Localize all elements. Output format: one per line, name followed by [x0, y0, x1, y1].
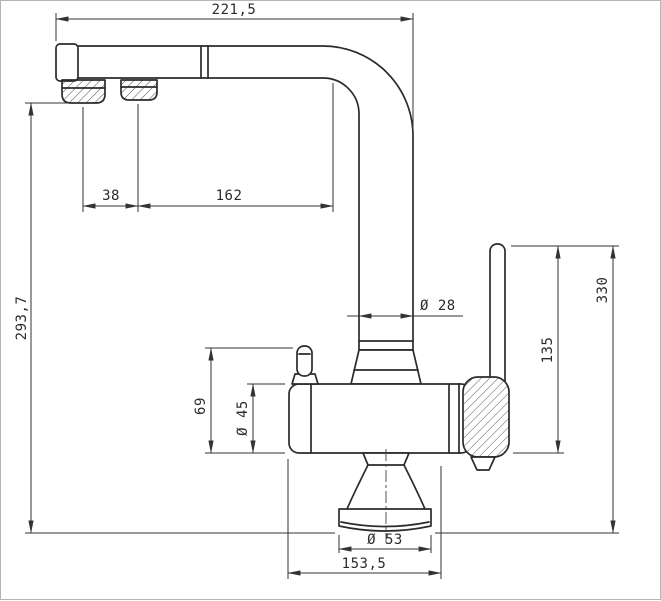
dim-top-width-label: 221,5: [212, 2, 257, 18]
dimension-body-diameter: Ø 45: [235, 383, 285, 454]
dimension-outlet-spacing: 38 162: [82, 83, 334, 212]
base-flange: [338, 508, 432, 532]
dim-outlet-height-label: 293,7: [14, 296, 30, 341]
base-cone: [346, 464, 426, 510]
riser-joint-lines: [358, 340, 414, 351]
dim-body-diameter-label: Ø 45: [235, 400, 251, 436]
spout-inner-line: [77, 77, 360, 351]
dim-side-handle-height-label: 69: [193, 397, 209, 415]
dim-lever-height-label: 135: [540, 337, 556, 364]
valve-body: [288, 383, 472, 454]
dimension-lever-height: 135: [511, 245, 619, 454]
base-rim-line: [340, 521, 430, 528]
dim-base-depth-label: 153,5: [342, 556, 387, 572]
lever-mount-cap: [462, 376, 510, 458]
filter-handle-base: [291, 373, 319, 385]
dim-overall-height-label: 330: [595, 277, 611, 304]
lever-mount-cone: [470, 456, 496, 471]
spray-head-cap: [55, 43, 79, 82]
dimension-base-diameter: Ø 53: [338, 532, 432, 553]
filter-outlet: [120, 79, 158, 101]
riser-flare: [350, 349, 422, 385]
dim-outlet-to-riser-label: 162: [216, 188, 243, 204]
dimension-side-handle-height: 69: [193, 347, 293, 454]
filter-handle-rod: [296, 345, 313, 377]
dimension-base-depth: 153,5: [287, 459, 442, 579]
valve-body-seams: [310, 383, 460, 454]
spout-outer-line: [77, 45, 414, 351]
dimensions: 221,5 38 162 293,7 Ø 28 69: [14, 2, 619, 579]
dim-base-diameter-label: Ø 53: [367, 532, 403, 548]
spray-head-seam: [200, 45, 209, 79]
dim-outlet-spacing-label: 38: [102, 188, 120, 204]
dimension-overall-height: 330: [435, 245, 619, 534]
dim-riser-diameter-label: Ø 28: [420, 298, 456, 314]
faucet-outline: [55, 43, 510, 543]
aerator-outlet: [61, 79, 106, 104]
dimension-outlet-height: 293,7: [14, 102, 335, 534]
dimension-top-width: 221,5: [55, 2, 414, 131]
mixer-lever-rod: [489, 243, 506, 393]
dimension-riser-diameter: Ø 28: [347, 298, 463, 319]
